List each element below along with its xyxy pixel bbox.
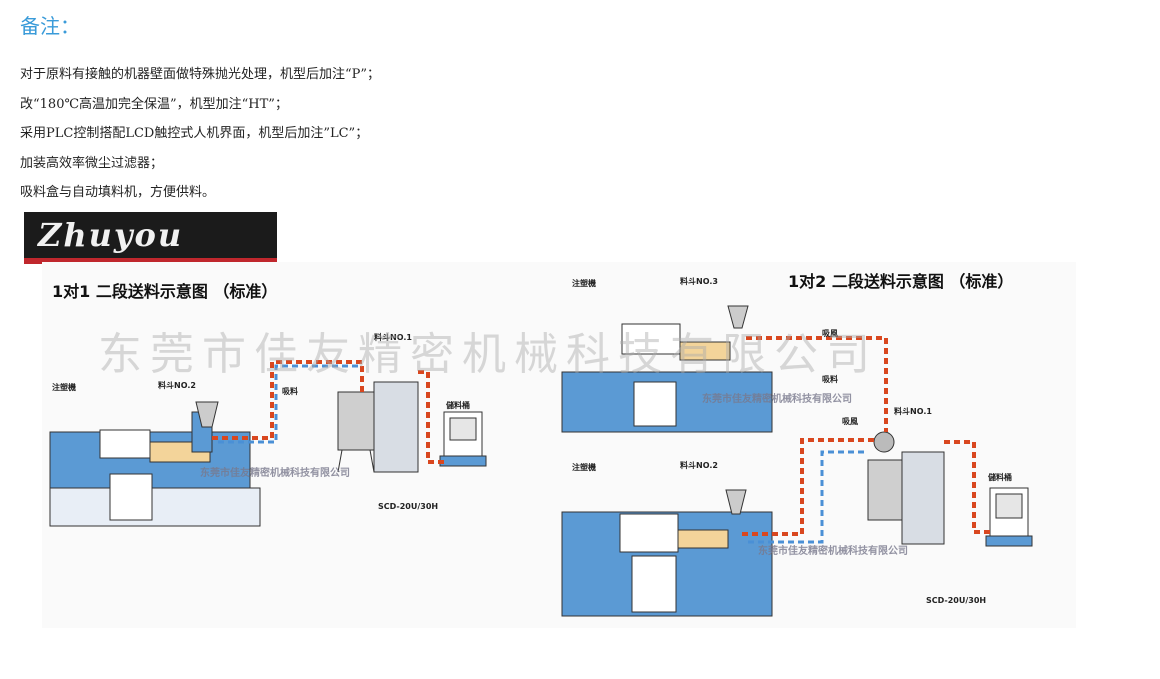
watermark: 东莞市佳友精密机械科技有限公司 [98, 329, 878, 380]
storage-bin-left [439, 411, 487, 467]
note-item: 对于原料有接触的机器壁面做特殊抛光处理，机型后加注“P”； [20, 67, 381, 82]
page-title: 备注： [20, 14, 80, 38]
dryer-unit-left [337, 381, 419, 473]
conveying-diagram: 1对1 二段送料示意图 （标准） 1对2 二段送料示意图 （标准） 注塑機 料斗… [42, 262, 1076, 628]
label-storage-bin: 儲料桶 [988, 473, 1012, 482]
label-air: 吸風 [842, 417, 858, 426]
label-model: SCD-20U/30H [926, 596, 987, 605]
company-stamp: 东莞市佳友精密机械科技有限公司 [200, 468, 350, 479]
injection-machine-right-top [561, 305, 773, 433]
label-feed: 吸料 [282, 387, 298, 396]
label-hopper-no3: 料斗NO.3 [680, 277, 718, 286]
notes-list: 对于原料有接触的机器壁面做特殊抛光处理，机型后加注“P”； 改“180℃高温加完… [20, 60, 380, 208]
diagram-drawing [49, 305, 1033, 617]
note-item: 改“180℃高温加完全保温”，机型加注“HT”； [20, 96, 288, 112]
note-item: 采用PLC控制搭配LCD触控式人机界面，机型后加注”LC”； [20, 126, 369, 141]
label-injection-machine: 注塑機 [572, 279, 596, 288]
label-model: SCD-20U/30H [378, 502, 439, 511]
hopper-icon [195, 401, 219, 428]
label-feed: 吸料 [822, 375, 838, 384]
storage-bin-right [985, 487, 1033, 547]
label-injection-machine: 注塑機 [52, 383, 76, 392]
dryer-unit-right [867, 431, 945, 545]
left-diagram-title: 1对1 二段送料示意图 （标准） [52, 282, 278, 301]
label-injection-machine: 注塑機 [572, 463, 596, 472]
right-diagram-title: 1对2 二段送料示意图 （标准） [788, 272, 1014, 291]
label-hopper-no2: 料斗NO.2 [680, 461, 718, 470]
company-stamp: 东莞市佳友精密机械科技有限公司 [702, 394, 852, 405]
note-item: 吸料盒与自动填料机，方便供料。 [20, 185, 216, 200]
company-stamp: 东莞市佳友精密机械科技有限公司 [758, 546, 908, 557]
brand-logo: Zhuyou [24, 212, 277, 264]
label-hopper-no2: 料斗NO.2 [158, 381, 196, 390]
label-hopper-no1: 料斗NO.1 [894, 407, 932, 416]
note-item: 加装高效率微尘过滤器； [20, 155, 164, 171]
injection-machine-right-bottom [561, 489, 773, 617]
label-hopper-no1: 料斗NO.1 [374, 333, 412, 342]
brand-logo-text: Zhuyou [38, 216, 184, 254]
label-air: 吸風 [822, 329, 838, 338]
label-storage-bin: 儲料桶 [446, 401, 470, 410]
